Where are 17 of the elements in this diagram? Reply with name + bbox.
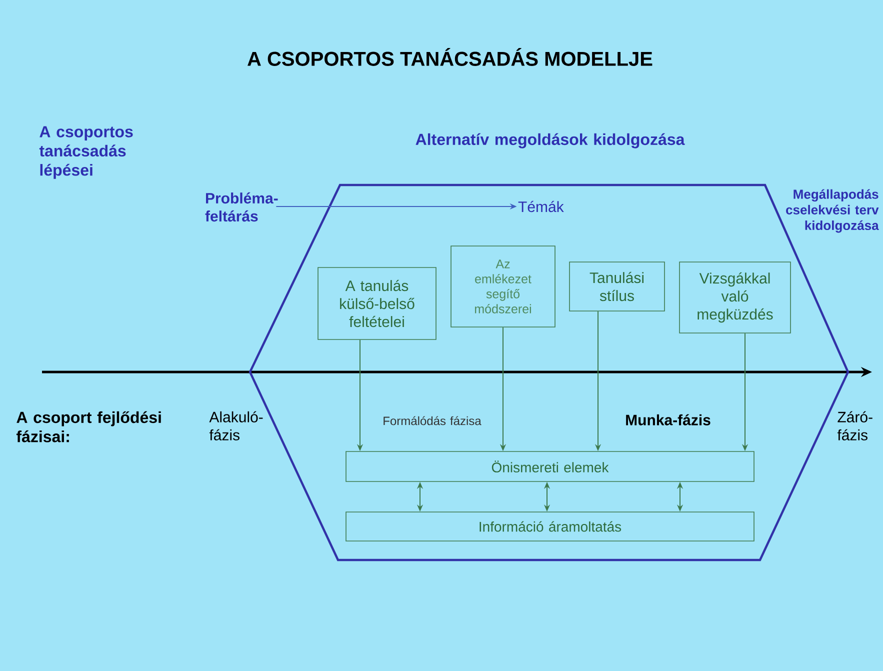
phase-label: Megállapodás cselekvési terv kidolgozása bbox=[786, 189, 879, 233]
phase-label: A csoportos tanácsadás lépései bbox=[39, 126, 133, 179]
phase-label: Formálódás fázisa bbox=[384, 416, 482, 426]
phase-label: A csoport fejlődési fázisai: bbox=[16, 411, 161, 442]
phase-label: Alternatív megoldások kidolgozása bbox=[416, 133, 685, 148]
text-box: Tanulási stílus bbox=[569, 262, 665, 312]
phase-label: Záró-fázis bbox=[837, 411, 872, 440]
text-box: A tanulás külső-belső feltételei bbox=[318, 267, 436, 340]
title: A CSOPORTOS TANÁCSADÁS MODELLJE bbox=[248, 48, 652, 66]
step-label: Témák bbox=[518, 200, 564, 212]
text-box: Vizsgákkal való megküzdés bbox=[679, 262, 791, 334]
phase-label: Alakuló-fázis bbox=[209, 411, 263, 440]
text-box: Az emlékezet segítő módszerei bbox=[450, 246, 556, 328]
text-box: Önismereti elemek bbox=[346, 451, 754, 482]
text-box: Információ áramoltatás bbox=[346, 512, 754, 542]
step-label: Probléma-feltárás bbox=[205, 192, 278, 222]
phase-label: Munka-fázis bbox=[626, 414, 710, 426]
